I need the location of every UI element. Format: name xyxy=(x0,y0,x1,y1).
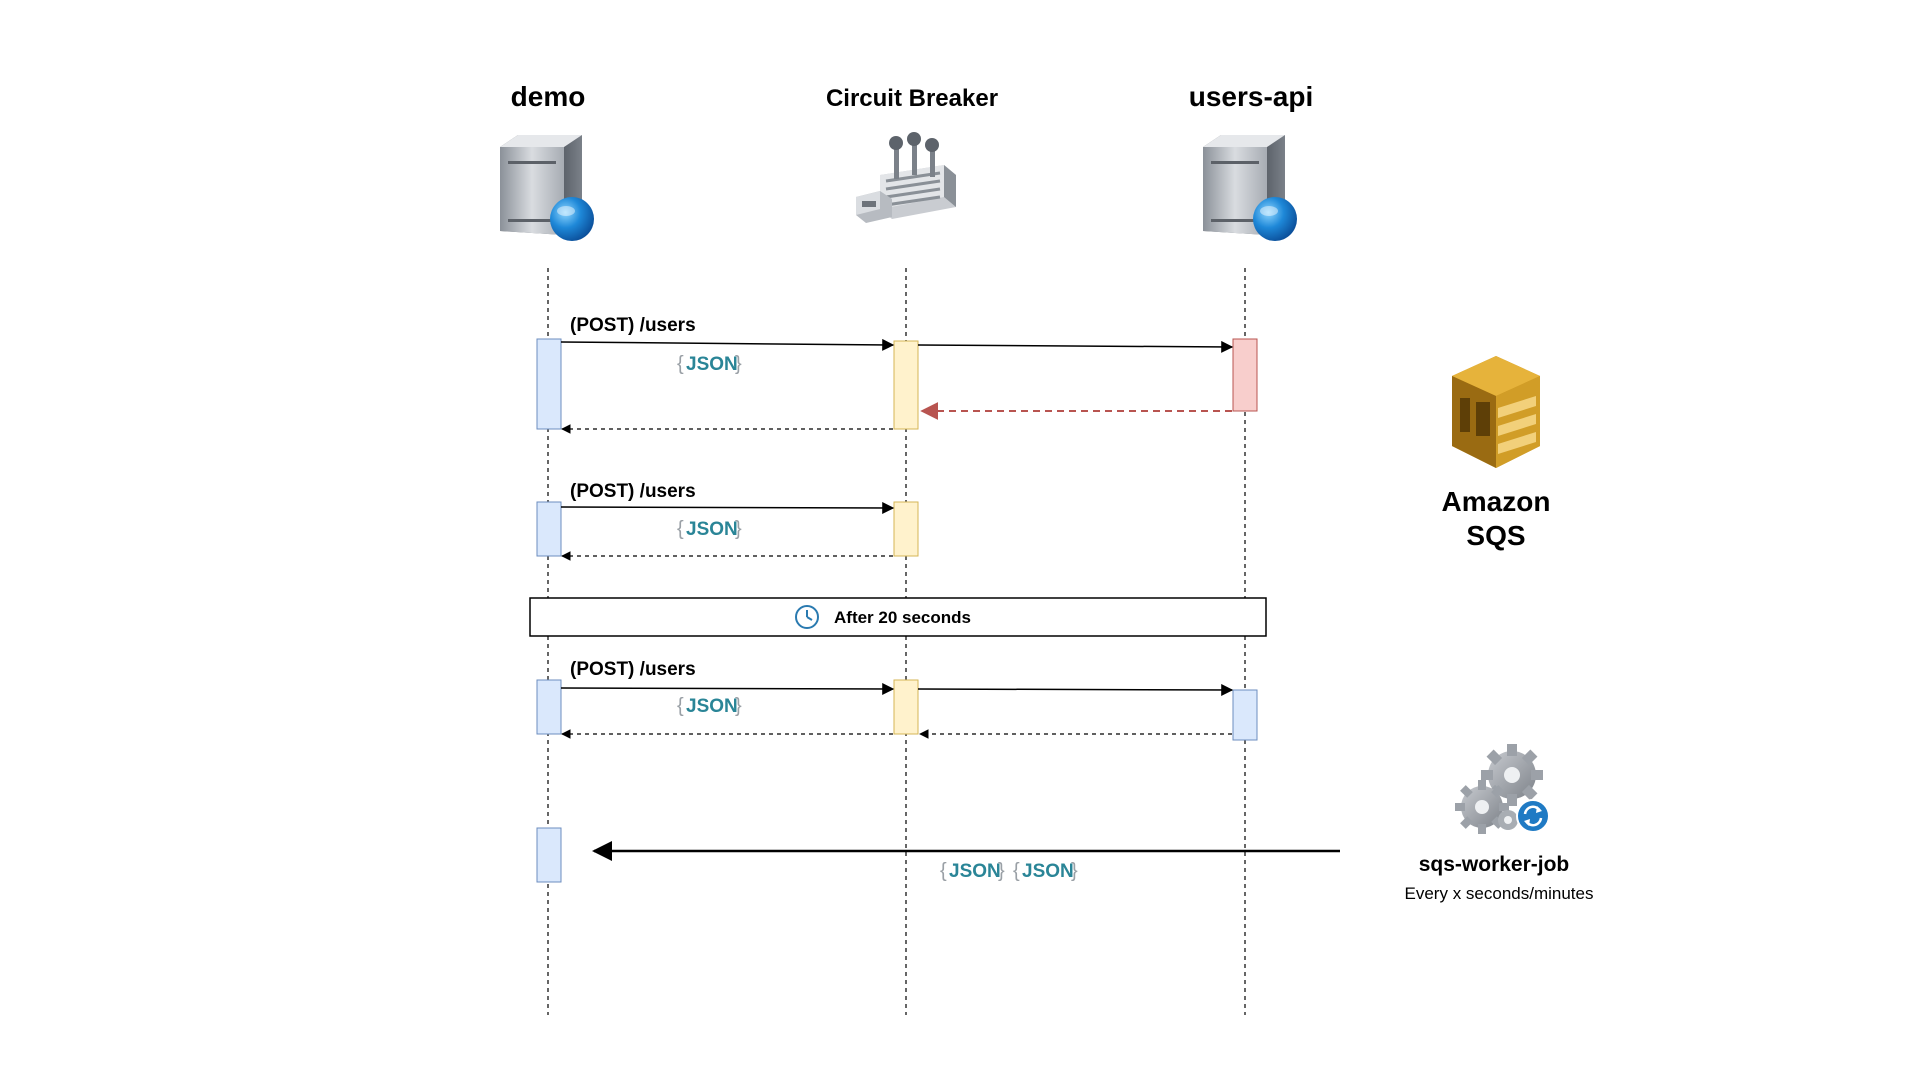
server-icon xyxy=(500,135,594,241)
svg-text:JSON: JSON xyxy=(1022,861,1074,882)
amazon-sqs-icon xyxy=(1452,356,1540,468)
message-label: (POST) /users xyxy=(570,659,696,680)
sqs-title-line2: SQS xyxy=(1466,520,1525,551)
activation-bar-users-api-error xyxy=(1232,338,1258,412)
worker-name: sqs-worker-job xyxy=(1419,853,1570,876)
json-payload-label: { JSON } xyxy=(677,695,742,717)
json-payload-label: { JSON } xyxy=(940,860,1005,882)
svg-text:JSON: JSON xyxy=(949,861,1001,882)
activation-bar-demo xyxy=(536,827,562,883)
activation-bar-circuit-breaker xyxy=(893,501,919,557)
participant-title-users-api: users-api xyxy=(1189,81,1314,112)
message-label: (POST) /users xyxy=(570,481,696,502)
clock-icon xyxy=(795,605,819,629)
svg-text:}: } xyxy=(735,518,742,540)
message-label: (POST) /users xyxy=(570,315,696,336)
activation-bar-demo xyxy=(536,501,562,557)
activation-bar-circuit-breaker xyxy=(893,340,919,430)
participant-title-circuit-breaker: Circuit Breaker xyxy=(826,85,998,112)
activation-bar-demo xyxy=(536,679,562,735)
json-payload-label: { JSON } xyxy=(677,353,742,375)
svg-text:{: { xyxy=(1013,860,1020,882)
worker-schedule: Every x seconds/minutes xyxy=(1405,884,1594,903)
gears-sync-icon xyxy=(1455,744,1550,834)
activation-bar-users-api xyxy=(1232,689,1258,741)
request-arrow xyxy=(917,683,1234,696)
request-arrow xyxy=(560,682,895,695)
svg-text:JSON: JSON xyxy=(686,696,738,717)
request-arrow xyxy=(560,501,895,514)
svg-text:JSON: JSON xyxy=(686,519,738,540)
svg-text:}: } xyxy=(735,695,742,717)
svg-text:{: { xyxy=(677,695,684,717)
sqs-title-line1: Amazon xyxy=(1442,486,1551,517)
timer-divider-box xyxy=(529,597,1267,637)
timer-label: After 20 seconds xyxy=(834,608,971,627)
svg-text:{: { xyxy=(677,518,684,540)
circuit-breaker-icon xyxy=(856,132,956,223)
json-payload-label: { JSON } xyxy=(677,518,742,540)
server-icon xyxy=(1203,135,1297,241)
svg-text:}: } xyxy=(1071,860,1078,882)
activation-bar-circuit-breaker xyxy=(893,679,919,735)
json-payload-label: { JSON } xyxy=(1013,860,1078,882)
participant-title-demo: demo xyxy=(511,81,586,112)
request-arrow xyxy=(917,340,1234,353)
svg-text:{: { xyxy=(677,353,684,375)
svg-text:}: } xyxy=(998,860,1005,882)
svg-text:}: } xyxy=(735,353,742,375)
activation-bar-demo xyxy=(536,338,562,430)
svg-text:{: { xyxy=(940,860,947,882)
svg-text:JSON: JSON xyxy=(686,354,738,375)
request-arrow xyxy=(560,338,895,351)
